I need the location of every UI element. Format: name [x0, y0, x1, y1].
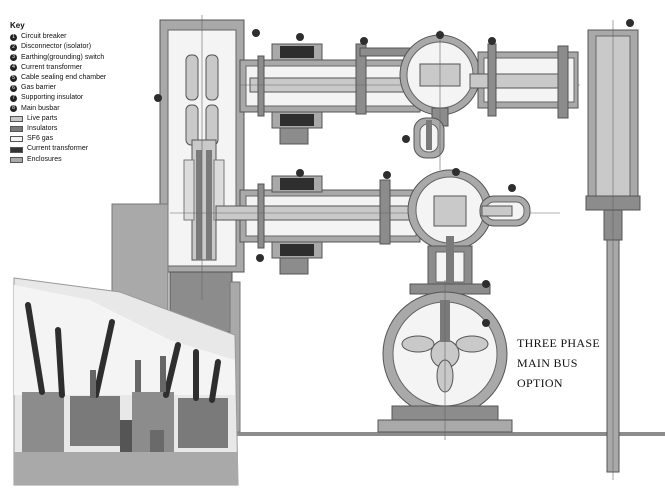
upper-disconnector-chamber: [399, 30, 481, 170]
photo-breaker-tank-right: [178, 398, 228, 448]
material-label: Enclosures: [27, 155, 62, 163]
material-item: Current transformer: [10, 144, 160, 154]
callout-7-upper-right: [488, 37, 496, 45]
callout-2-upper: [436, 31, 444, 39]
key-item-label: Gas barrier: [21, 84, 57, 92]
key-item-label: Current transformer: [21, 63, 83, 71]
option-line-3: OPTION: [517, 376, 563, 390]
callout-2-lower: [452, 168, 460, 176]
three-phase-option-label: THREE PHASE MAIN BUS OPTION: [517, 333, 600, 393]
photo-breaker-tank-left: [70, 396, 120, 446]
key-item: 7 Supporting insulator: [10, 93, 160, 103]
material-item: Live parts: [10, 114, 160, 124]
key-item-label: Supporting insulator: [21, 94, 84, 102]
key-item: 3 Earthing(grounding) switch: [10, 53, 160, 63]
photo-ground: [14, 452, 238, 485]
option-line-1: THREE PHASE: [517, 336, 600, 350]
material-item: Enclosures: [10, 155, 160, 165]
key-number-icon: 5: [10, 74, 17, 82]
callout-6: [482, 280, 490, 288]
callout-3-lower: [508, 184, 516, 192]
photo-cabinet: [120, 420, 132, 462]
legend-key: Key 1 Circuit breaker 2 Disconnector (isola…: [10, 21, 160, 165]
key-title: Key: [10, 21, 25, 30]
substation-photo: [13, 277, 239, 486]
key-item-label: Circuit breaker: [21, 33, 67, 41]
material-label: Live parts: [27, 114, 58, 122]
material-swatch-icon: [10, 146, 23, 153]
option-line-2: MAIN BUS: [517, 356, 578, 370]
callout-4-lower: [296, 169, 304, 177]
ground-line: [160, 432, 665, 436]
key-item: 4 Current transformer: [10, 63, 160, 73]
material-label: SF6 gas: [27, 135, 54, 143]
key-number-icon: 1: [10, 33, 17, 41]
key-number-icon: 4: [10, 64, 17, 72]
photo-bushings: [25, 302, 221, 403]
callout-4-upper: [296, 33, 304, 41]
key-item: 2 Disconnector (isolator): [10, 42, 160, 52]
key-number-icon: 3: [10, 54, 17, 62]
key-number-icon: 8: [10, 105, 17, 113]
callout-5-upper: [252, 29, 260, 37]
lower-horizontal-duct: [170, 175, 560, 275]
material-swatch-icon: [10, 115, 23, 122]
key-item: 1 Circuit breaker: [10, 32, 160, 42]
key-item: 8 Main busbar: [10, 104, 160, 114]
callout-1: [154, 94, 162, 102]
key-item-label: Disconnector (isolator): [21, 43, 92, 51]
three-phase-bus-enclosure: [377, 280, 513, 440]
callout-3-upper: [402, 135, 410, 143]
material-swatch-icon: [10, 156, 23, 163]
upper-busbar-duct: [469, 43, 579, 119]
key-items: 1 Circuit breaker 2 Disconnector (isolator)…: [10, 32, 160, 114]
callout-7-upper-left: [360, 37, 368, 45]
key-item: 6 Gas barrier: [10, 83, 160, 93]
key-number-icon: 2: [10, 44, 17, 51]
key-number-icon: 6: [10, 84, 17, 92]
material-swatch-icon: [10, 126, 23, 133]
callout-6-bus: [482, 319, 490, 327]
key-number-icon: 7: [10, 95, 17, 103]
main-busbar-vertical: [585, 20, 641, 480]
material-label: Insulators: [27, 125, 58, 133]
lower-disconnector-chamber: [407, 169, 531, 316]
material-label: Current transformer: [27, 145, 89, 153]
material-item: SF6 gas: [10, 134, 160, 144]
callout-8: [626, 19, 634, 27]
key-item-label: Main busbar: [21, 104, 60, 112]
key-item-label: Earthing(grounding) switch: [21, 53, 105, 61]
photo-transformer-left: [22, 392, 64, 452]
key-item-label: Cable sealing end chamber: [21, 74, 107, 82]
material-swatch-icon: [10, 136, 23, 143]
material-item: Insulators: [10, 124, 160, 134]
callout-5-lower: [256, 254, 264, 262]
key-item: 5 Cable sealing end chamber: [10, 73, 160, 83]
callout-7-lower: [383, 171, 391, 179]
callout-markers: [154, 19, 634, 327]
